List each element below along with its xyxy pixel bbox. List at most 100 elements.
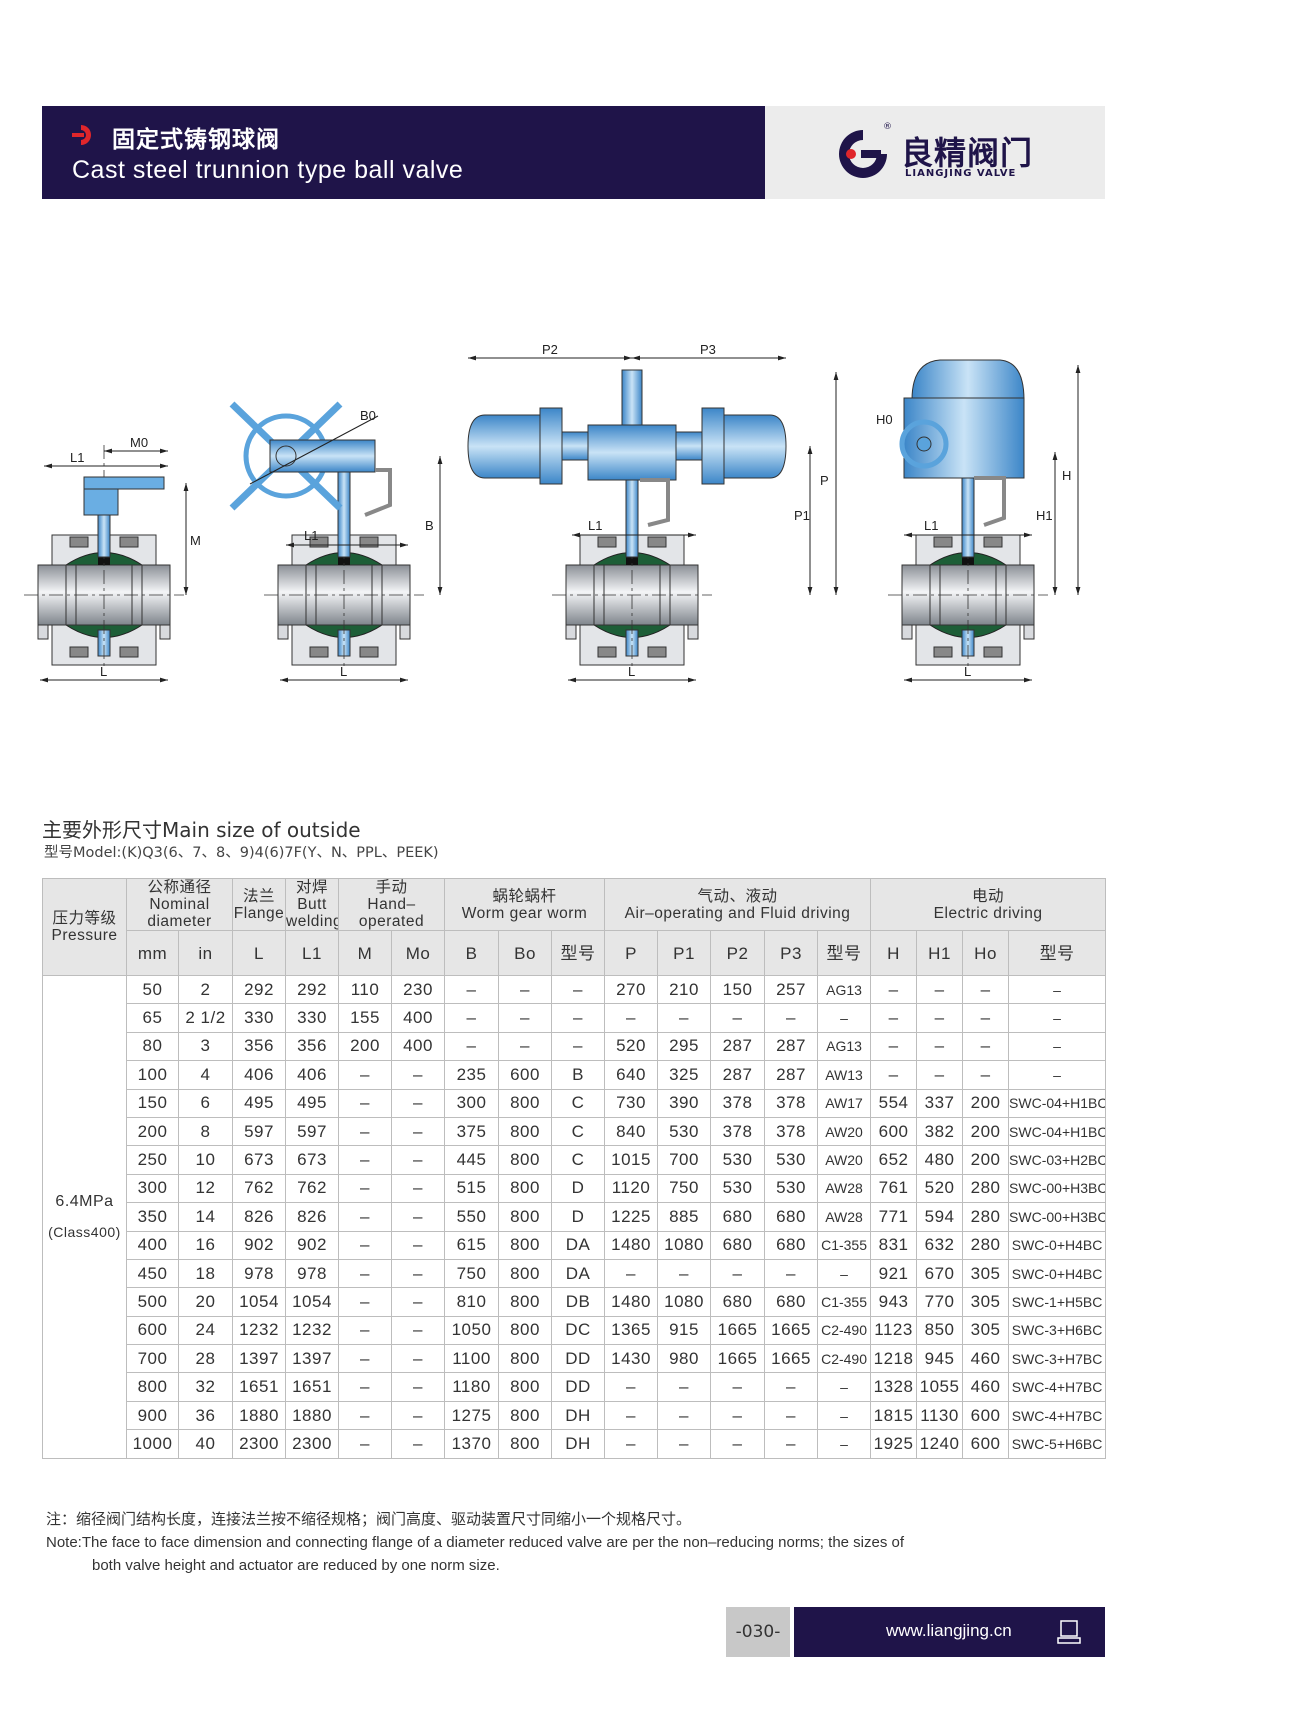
table-cell: 2 1/2 (178, 1003, 233, 1033)
table-cell: 406 (232, 1060, 286, 1090)
table-cell: 800 (498, 1116, 553, 1147)
table-cell: – (390, 1400, 446, 1431)
table-cell: 978 (232, 1258, 286, 1289)
table-cell: 3 (178, 1031, 233, 1062)
table-cell: 1130 (916, 1400, 964, 1431)
table-cell: 14 (178, 1202, 233, 1232)
table-cell: AW28 (817, 1202, 872, 1232)
table-cell: – (1008, 1060, 1107, 1090)
computer-icon (1057, 1620, 1081, 1644)
table-cell: 378 (764, 1116, 819, 1147)
website-link[interactable]: www.liangjing.cn (886, 1621, 1012, 1640)
dim-label-h1: H1 (1036, 508, 1053, 523)
registered-mark: ® (883, 122, 892, 132)
table-cell: B (551, 1060, 606, 1090)
table-cell: 762 (232, 1173, 286, 1204)
table-cell: 1240 (916, 1429, 964, 1459)
table-cell: 530 (764, 1173, 819, 1204)
table-cell: 800 (498, 1230, 553, 1260)
table-cell: – (916, 1031, 964, 1062)
table-cell: 520 (604, 1031, 659, 1062)
table-cell: – (962, 974, 1010, 1005)
table-cell: – (338, 1173, 392, 1204)
table-cell: 550 (444, 1202, 500, 1232)
table-cell: SWC-4+H7BC (1008, 1400, 1107, 1431)
table-cell: 110 (338, 974, 392, 1005)
column-header: Mo (390, 930, 446, 976)
table-cell: 1054 (285, 1287, 339, 1317)
table-cell: SWC-3+H7BC (1008, 1344, 1107, 1374)
table-cell: 1180 (444, 1372, 500, 1402)
table-cell: – (870, 974, 918, 1005)
column-header: H1 (916, 930, 964, 976)
table-cell: 1080 (657, 1287, 712, 1317)
table-cell: 530 (710, 1145, 766, 1175)
table-cell: 800 (126, 1372, 179, 1402)
table-cell: 300 (444, 1088, 500, 1118)
table-cell: 400 (390, 1003, 446, 1033)
table-cell: – (390, 1315, 446, 1346)
note-en-cont: both valve height and actuator are reduc… (92, 1557, 500, 1574)
website-bar: www.liangjing.cn (794, 1607, 1105, 1657)
table-cell: 800 (498, 1202, 553, 1232)
table-cell: – (390, 1202, 446, 1232)
table-cell: – (657, 1400, 712, 1431)
valve-hand-operated: L1 M0 M L (23, 435, 201, 683)
table-cell: 400 (390, 1031, 446, 1062)
table-cell: 750 (657, 1173, 712, 1204)
table-cell: 600 (870, 1116, 918, 1147)
table-cell: – (916, 974, 964, 1005)
table-cell: 1665 (764, 1344, 819, 1374)
table-cell: – (1008, 1031, 1107, 1062)
table-cell: 445 (444, 1145, 500, 1175)
table-cell: 330 (285, 1003, 339, 1033)
table-cell: 680 (764, 1287, 819, 1317)
table-cell: – (1008, 1003, 1107, 1033)
table-cell: 270 (604, 974, 659, 1005)
table-cell: 406 (285, 1060, 339, 1090)
table-cell: – (710, 1400, 766, 1431)
table-cell: – (338, 1429, 392, 1459)
table-cell: 460 (962, 1344, 1010, 1374)
table-cell: 530 (710, 1173, 766, 1204)
table-cell: 12 (178, 1173, 233, 1204)
table-cell: 200 (338, 1031, 392, 1062)
table-cell: – (817, 1258, 872, 1289)
table-cell: DA (551, 1230, 606, 1260)
table-cell: 325 (657, 1060, 712, 1090)
table-cell: – (870, 1060, 918, 1090)
column-header: P1 (657, 930, 712, 976)
dim-label-p1: P1 (794, 508, 810, 523)
table-cell: – (604, 1372, 659, 1402)
table-cell: – (817, 1400, 872, 1431)
table-cell: – (390, 1258, 446, 1289)
table-cell: – (390, 1372, 446, 1402)
table-cell: SWC-04+H1BC (1008, 1088, 1107, 1118)
dim-label-m0: M0 (130, 435, 148, 450)
table-cell: 945 (916, 1344, 964, 1374)
table-cell: 287 (710, 1060, 766, 1090)
table-cell: 32 (178, 1372, 233, 1402)
table-cell: 378 (710, 1088, 766, 1118)
table-cell: 700 (657, 1145, 712, 1175)
table-cell: – (764, 1003, 819, 1033)
table-cell: 10 (178, 1145, 233, 1175)
table-cell: 515 (444, 1173, 500, 1204)
table-cell: 24 (178, 1315, 233, 1346)
table-cell: 943 (870, 1287, 918, 1317)
column-header: in (178, 930, 233, 976)
table-cell: 50 (126, 974, 179, 1005)
table-cell: 640 (604, 1060, 659, 1090)
table-cell: 20 (178, 1287, 233, 1317)
table-cell: – (551, 974, 606, 1005)
title-banner: 固定式铸钢球阀 Cast steel trunnion type ball va… (42, 106, 765, 199)
table-cell: AG13 (817, 1031, 872, 1062)
table-cell: C2-490 (817, 1315, 872, 1346)
